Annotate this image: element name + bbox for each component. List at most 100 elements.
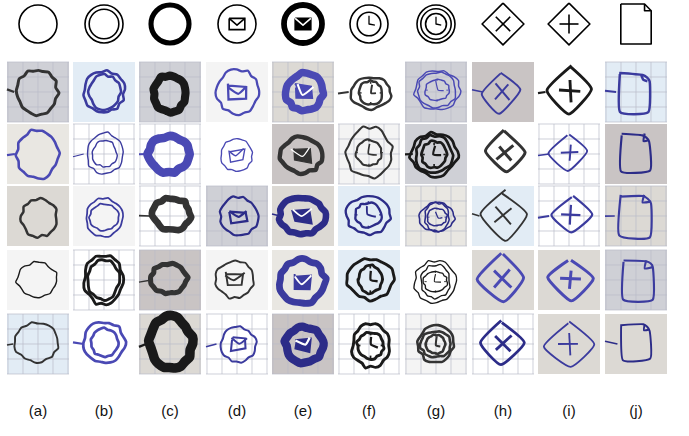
grid-line — [139, 122, 201, 123]
x-mark — [496, 145, 513, 159]
clock-tick — [370, 356, 372, 359]
x-mark — [496, 335, 512, 349]
grid-line — [399, 314, 400, 374]
gateway-diamond — [482, 3, 524, 45]
document-shape — [621, 324, 651, 361]
event-circle — [421, 9, 451, 39]
grid-line — [599, 186, 600, 246]
event-circle — [421, 141, 447, 168]
sketch-photo — [73, 250, 135, 310]
clock-hands — [436, 212, 443, 219]
grid-line — [605, 310, 667, 311]
panel-label: (h) — [494, 402, 512, 420]
event-circle — [346, 196, 391, 235]
clock-tick — [370, 102, 371, 104]
grid-line — [538, 246, 600, 247]
event-circle — [16, 261, 57, 297]
reference-symbol — [151, 5, 189, 43]
grid-line — [333, 314, 334, 374]
reference-symbol — [482, 3, 524, 45]
clock-tick — [437, 99, 438, 101]
event-circle — [92, 140, 117, 167]
grid-line — [53, 62, 54, 122]
clock-tick — [444, 281, 446, 282]
envelope-flap — [225, 273, 244, 281]
grid-line — [605, 122, 667, 123]
photo-ground — [338, 250, 400, 310]
event-circle — [215, 260, 254, 298]
event-circle — [284, 5, 322, 43]
gateway-diamond — [482, 73, 521, 114]
sketch-photo — [472, 62, 534, 122]
event-circle — [83, 70, 125, 112]
grid-line — [200, 186, 201, 246]
event-circle — [419, 202, 455, 232]
grid-line — [200, 314, 201, 374]
flow-stub — [139, 215, 150, 217]
flow-stub — [338, 92, 349, 93]
sketch-photo — [605, 186, 667, 246]
photo-ground — [272, 250, 334, 310]
x-mark — [496, 17, 510, 31]
sketch-photo — [139, 250, 201, 310]
event-circle — [220, 196, 259, 235]
event-circle — [425, 202, 449, 232]
sketch-photo — [272, 186, 334, 246]
flow-stub — [7, 343, 13, 345]
photo-ground — [405, 314, 467, 374]
sketch-photo — [405, 62, 467, 122]
clock-tick — [369, 266, 371, 269]
sketch-photo — [206, 250, 268, 310]
photo-ground — [139, 250, 201, 310]
clock-tick — [368, 139, 369, 142]
photo-ground — [472, 250, 534, 310]
document-shape — [620, 134, 651, 173]
photo-ground — [538, 62, 600, 122]
panel-label: (i) — [562, 402, 575, 420]
clock-tick — [445, 217, 447, 218]
reference-symbol — [350, 5, 388, 43]
clock-hands — [371, 85, 376, 94]
grid-line — [405, 246, 467, 247]
grid-line — [206, 359, 268, 360]
photo-ground — [338, 186, 400, 246]
sketch-photo — [605, 250, 667, 310]
sketch-photo — [139, 62, 201, 122]
flow-stub — [605, 341, 617, 344]
document-fold — [643, 134, 649, 142]
panel-label: (a) — [29, 402, 47, 420]
clock-tick — [435, 334, 437, 336]
grid-line — [333, 62, 334, 122]
event-circle — [285, 73, 323, 111]
clock-tick — [357, 279, 360, 281]
envelope-flap — [291, 148, 310, 157]
grid-line — [272, 122, 334, 123]
event-circle — [19, 5, 57, 43]
grid-line — [237, 314, 238, 374]
flow-stub — [472, 214, 480, 216]
grid-line — [134, 250, 135, 310]
grid-line — [466, 314, 467, 374]
photo-ground — [7, 62, 69, 122]
grid-line — [666, 62, 667, 122]
clock-tick — [355, 152, 358, 153]
envelope-flap — [298, 84, 314, 95]
clock-tick — [444, 343, 446, 345]
grid-line — [139, 107, 201, 108]
photo-ground — [605, 186, 667, 246]
photo-ground — [472, 124, 534, 184]
grid-line — [206, 374, 268, 375]
sketch-photo — [272, 250, 334, 310]
clock-tick — [368, 226, 369, 229]
photo-ground — [73, 62, 135, 122]
photo-ground — [139, 186, 201, 246]
sketch-photo — [338, 314, 400, 374]
clock-tick — [435, 271, 436, 273]
event-circle — [350, 5, 388, 43]
sketch-photo — [338, 62, 400, 122]
gateway-diamond — [480, 190, 526, 241]
photo-ground — [405, 250, 467, 310]
grid-line — [170, 250, 171, 310]
grid-line — [7, 107, 69, 108]
